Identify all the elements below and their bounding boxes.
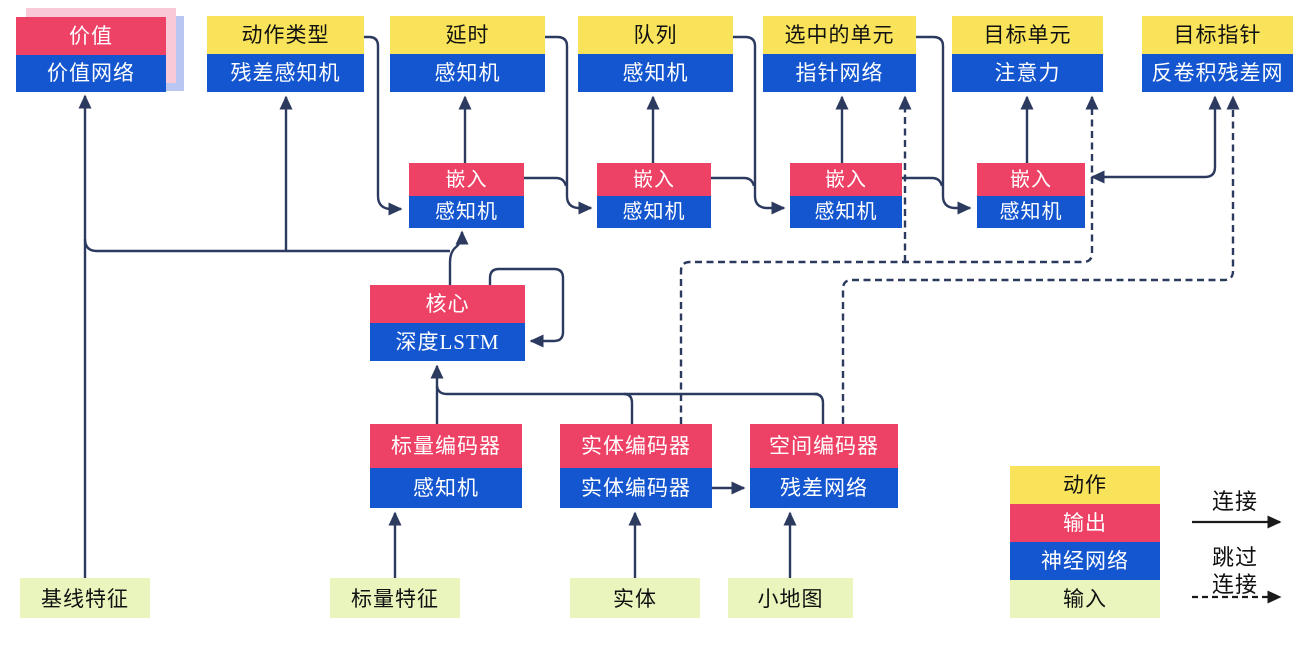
action-type-network-label: 残差感知机 xyxy=(207,54,364,92)
wire-spatial-join xyxy=(813,392,825,424)
head-box-value: 价值 价值网络 xyxy=(16,17,166,92)
head-box-action-type: 动作类型 残差感知机 xyxy=(207,16,364,92)
entity-encoder-network-label: 实体编码器 xyxy=(560,468,712,508)
scalar-encoder-network-label: 感知机 xyxy=(370,468,522,508)
embed-3-label: 嵌入 xyxy=(790,163,902,196)
head-box-target-point: 目标指针 反卷积残差网 xyxy=(1142,16,1293,92)
legend-action-label: 动作 xyxy=(1010,466,1160,504)
target-point-network-label: 反卷积残差网 xyxy=(1142,54,1293,92)
target-unit-network-label: 注意力 xyxy=(952,54,1103,92)
legend-color-key: 动作 输出 神经网络 输入 xyxy=(1010,466,1160,618)
wire-embed1-merge xyxy=(524,176,568,187)
head-box-target-unit: 目标单元 注意力 xyxy=(952,16,1103,92)
embed-2-label: 嵌入 xyxy=(597,163,711,196)
target-point-label: 目标指针 xyxy=(1142,16,1293,54)
core-lstm-label: 深度LSTM xyxy=(370,323,525,361)
legend-input-label: 输入 xyxy=(1010,580,1160,618)
value-output-label: 价值 xyxy=(16,17,166,55)
spatial-encoder-label: 空间编码器 xyxy=(750,424,898,468)
spatial-encoder-network-label: 残差网络 xyxy=(750,468,898,508)
embed-box-1: 嵌入 感知机 xyxy=(409,163,524,228)
scalar-encoder-label: 标量编码器 xyxy=(370,424,522,468)
wire-encoder-rail xyxy=(435,385,818,396)
wire-entity-join xyxy=(623,392,634,424)
input-scalar-features: 标量特征 xyxy=(330,578,460,618)
embed-box-3: 嵌入 感知机 xyxy=(790,163,902,228)
legend-skip-label-line2: 连接 xyxy=(1211,572,1258,597)
wire-skip-entity-rail xyxy=(679,95,1099,424)
entity-encoder-label: 实体编码器 xyxy=(560,424,712,468)
embed-2-network-label: 感知机 xyxy=(597,196,711,228)
embed-4-label: 嵌入 xyxy=(977,163,1085,196)
wire-skip-spatial-to-target-point xyxy=(841,95,1240,424)
embed-3-network-label: 感知机 xyxy=(790,196,902,228)
wire-embed4-target-point xyxy=(1090,95,1222,184)
input-entities: 实体 xyxy=(570,578,700,618)
input-baseline-features: 基线特征 xyxy=(20,578,150,618)
target-unit-label: 目标单元 xyxy=(952,16,1103,54)
embed-1-label: 嵌入 xyxy=(409,163,524,196)
embed-box-2: 嵌入 感知机 xyxy=(597,163,711,228)
selected-units-network-label: 指针网络 xyxy=(763,54,916,92)
wire-embed2-merge xyxy=(711,176,756,187)
action-type-label: 动作类型 xyxy=(207,16,364,54)
head-box-delay: 延时 感知机 xyxy=(390,16,545,92)
legend-network-label: 神经网络 xyxy=(1010,542,1160,580)
embed-1-network-label: 感知机 xyxy=(409,196,524,228)
wire-core-rail-left xyxy=(83,238,450,253)
queue-label: 队列 xyxy=(578,16,733,54)
entity-encoder-box: 实体编码器 实体编码器 xyxy=(560,424,712,508)
core-label: 核心 xyxy=(370,285,525,323)
wire-embed3-merge xyxy=(897,176,944,187)
scalar-encoder-box: 标量编码器 感知机 xyxy=(370,424,522,508)
delay-label: 延时 xyxy=(390,16,545,54)
embed-4-network-label: 感知机 xyxy=(977,196,1085,228)
queue-network-label: 感知机 xyxy=(578,54,733,92)
legend-output-label: 输出 xyxy=(1010,504,1160,542)
legend-skip-label-line1: 跳过 xyxy=(1211,545,1258,570)
selected-units-label: 选中的单元 xyxy=(763,16,916,54)
core-box: 核心 深度LSTM xyxy=(370,285,525,361)
input-minimap: 小地图 xyxy=(728,578,853,618)
head-box-selected-units: 选中的单元 指针网络 xyxy=(763,16,916,92)
delay-network-label: 感知机 xyxy=(390,54,545,92)
value-network-label: 价值网络 xyxy=(16,55,166,92)
wire-core-up xyxy=(448,230,469,285)
head-box-queue: 队列 感知机 xyxy=(578,16,733,92)
embed-box-4: 嵌入 感知机 xyxy=(977,163,1085,228)
spatial-encoder-box: 空间编码器 残差网络 xyxy=(750,424,898,508)
legend-connection-label: 连接 xyxy=(1211,489,1258,514)
